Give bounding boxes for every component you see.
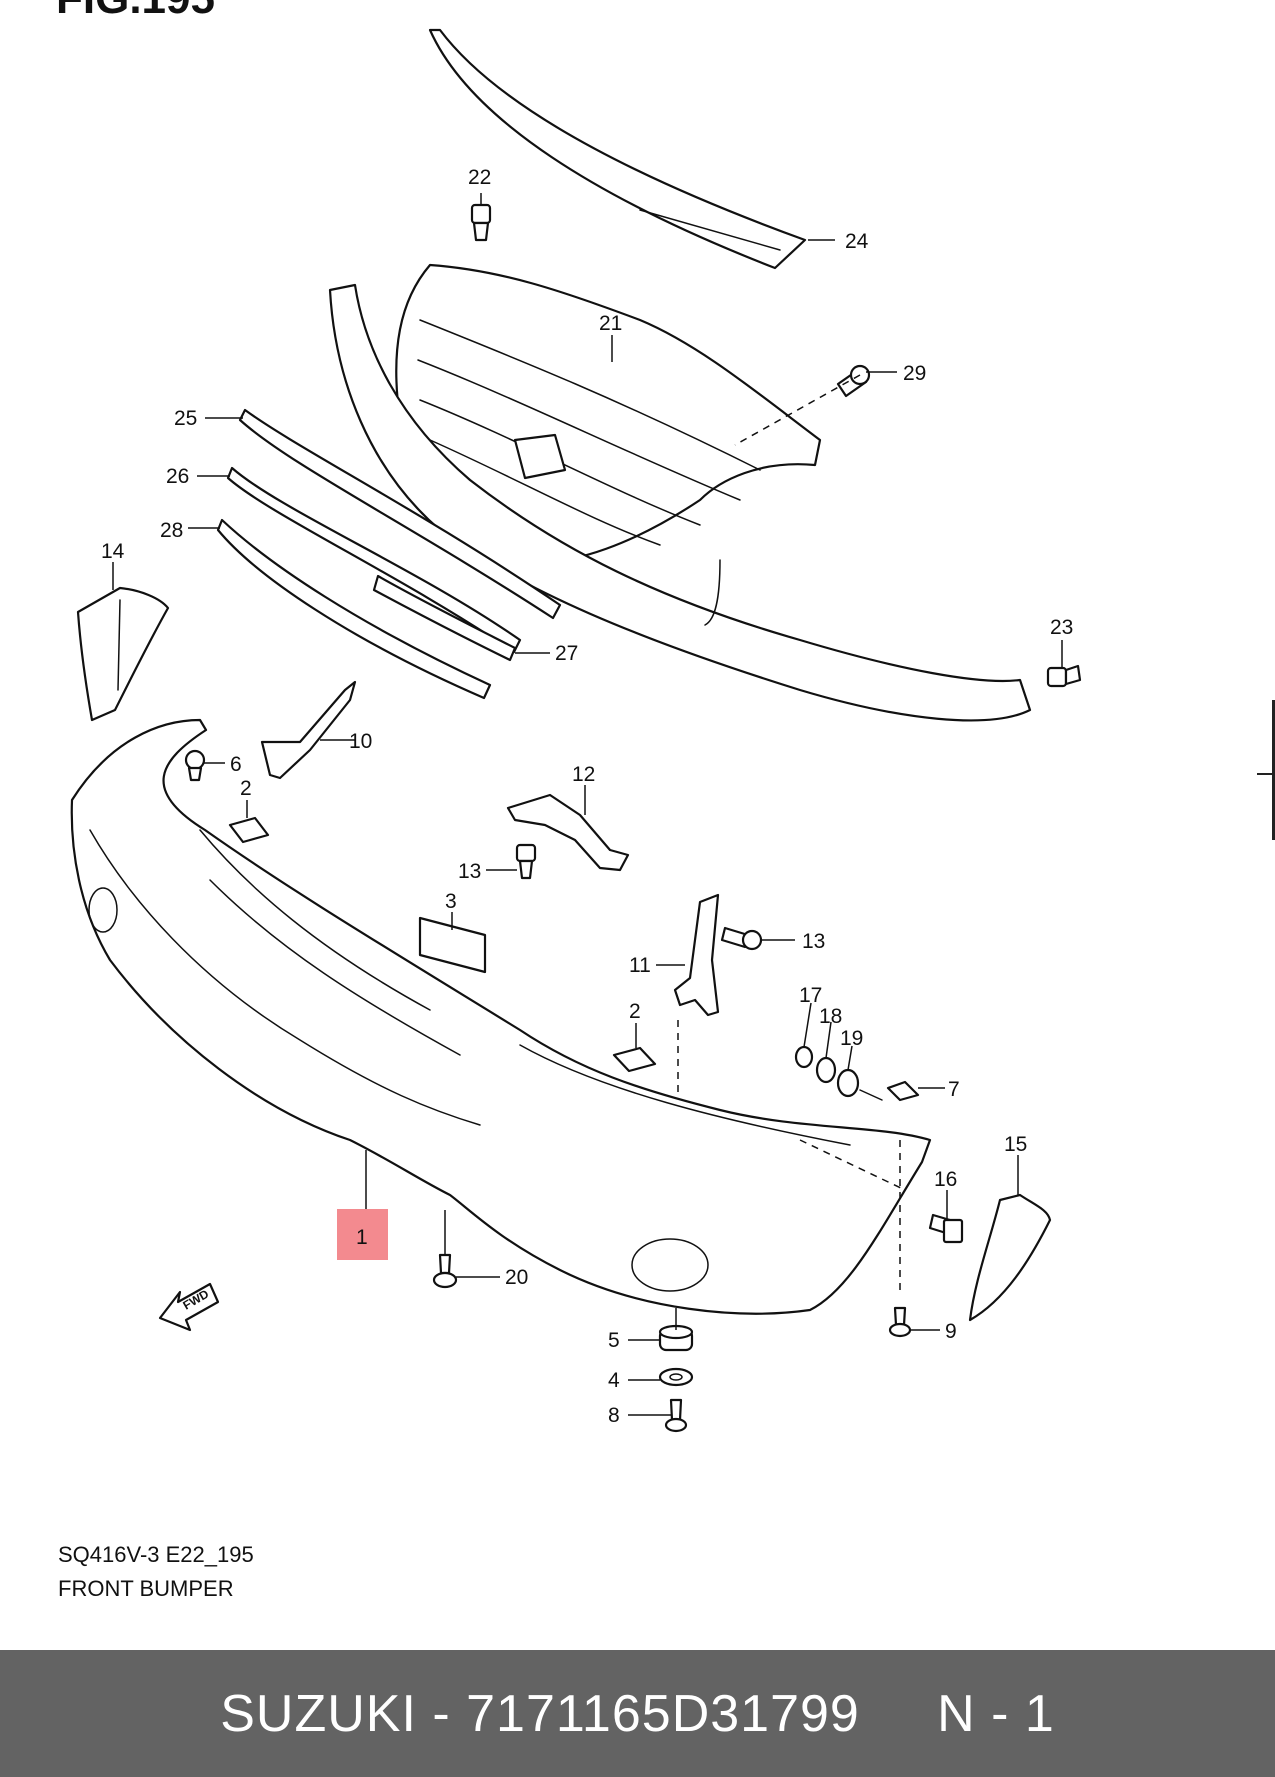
callout-23: 23 — [1050, 616, 1073, 639]
part-6-clip — [184, 749, 206, 782]
part-25-moulding — [238, 408, 562, 620]
callout-6: 6 — [230, 753, 242, 776]
callout-29: 29 — [903, 362, 926, 385]
scroll-edge-mark — [1272, 700, 1275, 840]
figure-name: FRONT BUMPER — [58, 1576, 234, 1601]
callout-1: 1 — [356, 1226, 368, 1249]
footer-bar: SUZUKI - 7171165D31799 N - 1 — [0, 1650, 1275, 1777]
callout-21: 21 — [599, 312, 622, 335]
callout-10: 10 — [349, 730, 372, 753]
figure-id: SQ416V-3 E22_195 — [58, 1542, 254, 1567]
part-13-bolt-lower — [720, 926, 763, 951]
part-1-front-bumper — [70, 718, 932, 1315]
callout-4: 4 — [608, 1369, 620, 1392]
callout-9: 9 — [945, 1320, 957, 1343]
callout-24: 24 — [845, 230, 869, 253]
part-15-side-bracket — [968, 1193, 1052, 1322]
part-12-bracket — [506, 793, 630, 872]
callout-13: 13 — [458, 860, 481, 883]
callout-7: 7 — [948, 1078, 960, 1101]
callout-27: 27 — [555, 642, 578, 665]
callout-15: 15 — [1004, 1133, 1027, 1156]
part-11-bracket — [673, 893, 720, 1017]
callout-3: 3 — [445, 890, 457, 913]
callout-11: 11 — [629, 954, 651, 977]
part-23-bolt — [1046, 664, 1082, 688]
callout-19: 19 — [840, 1027, 863, 1050]
callout-26: 26 — [166, 465, 189, 488]
callout-22: 22 — [468, 166, 491, 189]
callout-2: 2 — [240, 777, 252, 800]
callout-12: 12 — [572, 763, 595, 786]
part-17-nut — [794, 1045, 814, 1069]
callout-18: 18 — [819, 1005, 842, 1028]
part-2-pad-upper — [228, 816, 270, 844]
callout-2: 2 — [629, 1000, 641, 1023]
callout-13: 13 — [802, 930, 825, 953]
exploded-parts-diagram: FWD — [70, 28, 1082, 1433]
callout-25: 25 — [174, 407, 197, 430]
callout-16: 16 — [934, 1168, 957, 1191]
fwd-arrow-icon: FWD — [158, 1282, 220, 1332]
part-14-side-bracket — [76, 586, 170, 722]
callout-17: 17 — [799, 984, 822, 1007]
part-10-bracket — [260, 680, 357, 780]
leader-lines — [112, 193, 1063, 1416]
callout-28: 28 — [160, 519, 183, 542]
part-2-pad-lower — [612, 1046, 657, 1073]
part-27-moulding — [372, 574, 517, 662]
part-24-garnish-strip — [428, 28, 807, 270]
part-20-bolt — [432, 1253, 458, 1289]
part-19-washer — [836, 1068, 860, 1098]
part-8-bolt — [664, 1398, 688, 1433]
callout-5: 5 — [608, 1329, 620, 1352]
part-28-moulding — [216, 518, 492, 700]
part-18-washer — [815, 1056, 837, 1084]
part-29-screw — [836, 364, 871, 398]
part-9-bolt — [888, 1306, 912, 1338]
part-16-bolt — [928, 1213, 964, 1244]
part-1-highlight — [337, 1209, 388, 1260]
callout-20: 20 — [505, 1266, 528, 1289]
part-13-bolt-upper — [515, 843, 537, 880]
callout-14: 14 — [101, 540, 125, 563]
part-3-plate — [418, 916, 487, 974]
part-4-washer — [658, 1367, 694, 1387]
part-7-clip — [886, 1080, 920, 1102]
part-number-caption: SUZUKI - 7171165D31799 N - 1 — [220, 1684, 1055, 1743]
part-22-clip — [470, 203, 492, 242]
scroll-edge-tick — [1257, 773, 1275, 775]
callout-8: 8 — [608, 1404, 620, 1427]
callout-labels: 1 2 2 3 4 5 6 7 8 9 10 11 12 13 13 14 15… — [101, 166, 1073, 1427]
figure-number: FIG.195 — [56, 0, 215, 24]
